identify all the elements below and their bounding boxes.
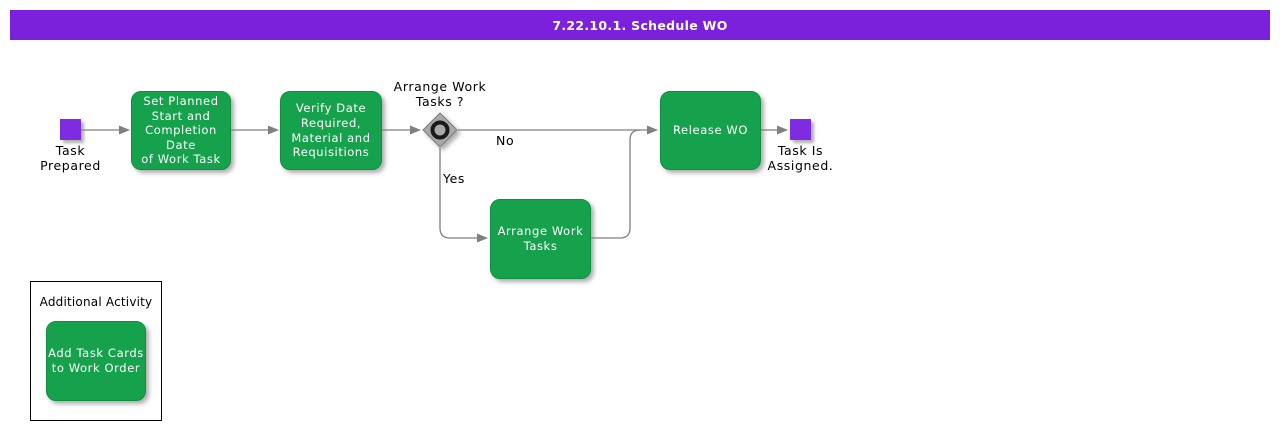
start-event-square [60, 119, 81, 140]
decision-label: Arrange Work Tasks ? [393, 79, 487, 109]
activity-release-wo: Release WO [660, 91, 761, 170]
end-event-square [790, 119, 811, 140]
arrowhead-icon [477, 233, 488, 243]
additional-activity-title: Additional Activity [39, 295, 153, 309]
start-event-label: Task Prepared [40, 143, 101, 173]
activity-set-planned-dates: Set Planned Start and Completion Date of… [131, 91, 231, 170]
arrowhead-icon [268, 125, 279, 135]
gateway-circle-icon [430, 120, 450, 140]
decision-gateway [422, 112, 458, 148]
additional-activity-group: Additional Activity Add Task Cards to Wo… [30, 281, 162, 421]
activity-add-task-cards: Add Task Cards to Work Order [46, 321, 146, 401]
diagram-title: 7.22.10.1. Schedule WO [552, 17, 728, 33]
arrowhead-icon [647, 125, 658, 135]
connector-arrange-merge [591, 129, 641, 239]
gateway-diamond-icon [422, 112, 458, 148]
branch-label-yes: Yes [443, 171, 465, 186]
end-event-label: Task Is Assigned. [767, 143, 834, 173]
activity-verify-date-required: Verify Date Required, Material and Requi… [280, 91, 382, 170]
connector-decision-yes-to-arrange [439, 148, 477, 239]
arrowhead-icon [777, 125, 788, 135]
branch-label-no: No [496, 133, 515, 148]
diagram-title-bar: 7.22.10.1. Schedule WO [10, 10, 1270, 40]
arrowhead-icon [410, 125, 421, 135]
arrowhead-icon [119, 125, 130, 135]
activity-arrange-work-tasks: Arrange Work Tasks [490, 199, 591, 279]
